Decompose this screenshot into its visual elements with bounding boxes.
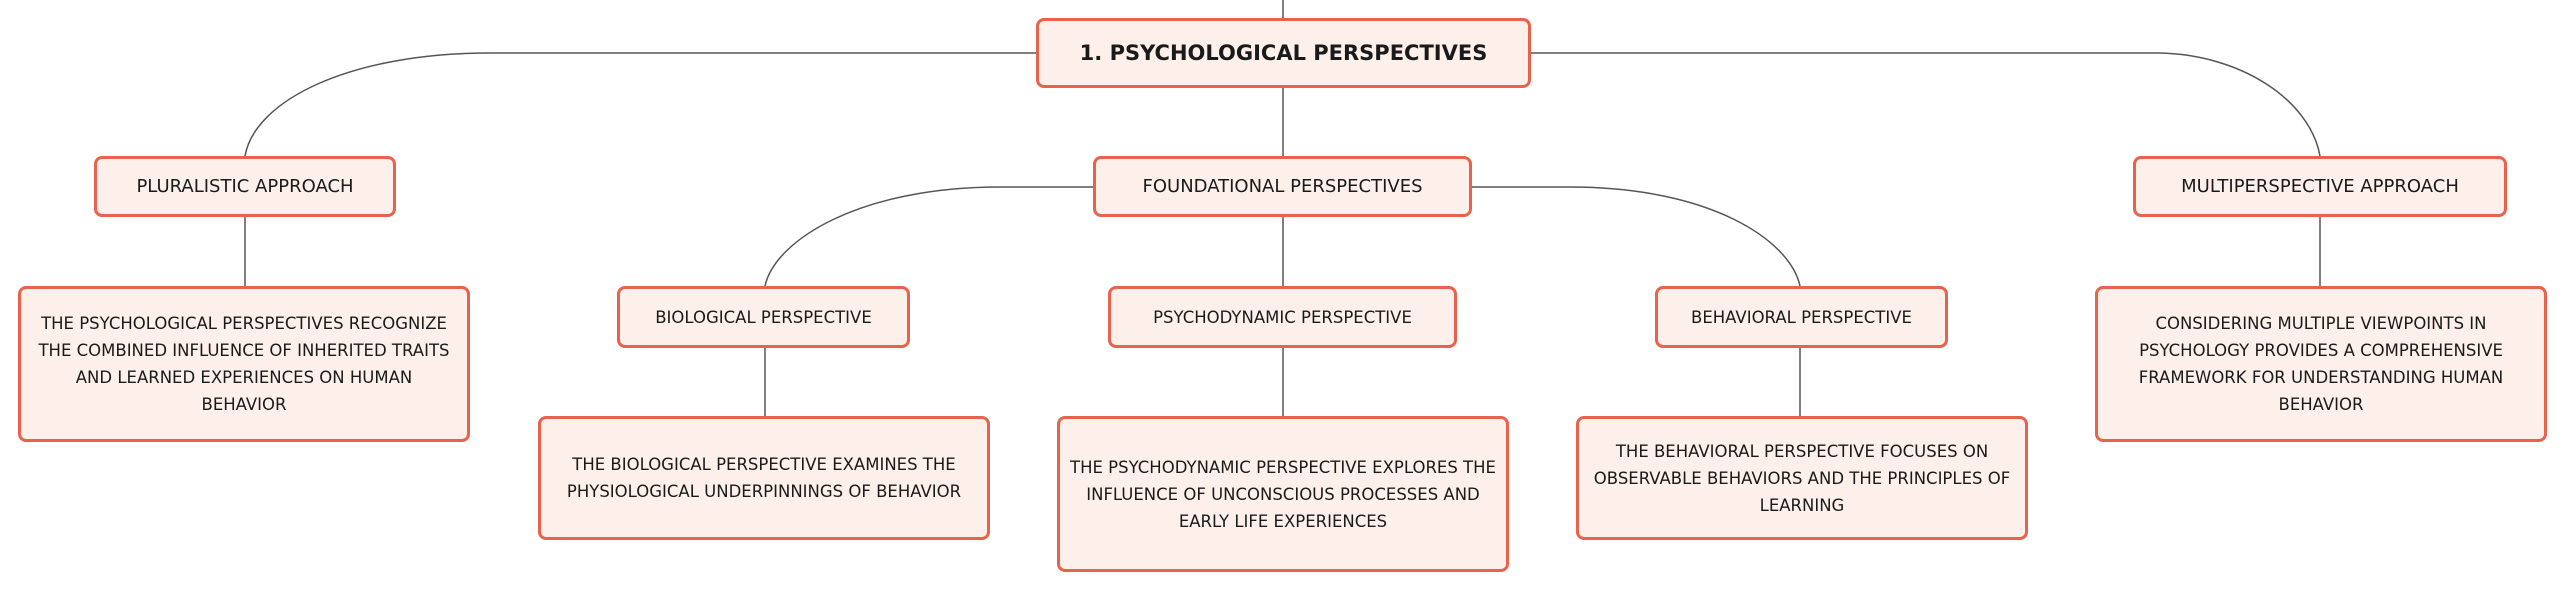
biological-perspective-description[interactable]: THE BIOLOGICAL PERSPECTIVE EXAMINES THE …: [538, 416, 990, 540]
foundational-perspectives-node[interactable]: FOUNDATIONAL PERSPECTIVES: [1093, 156, 1472, 217]
psychodynamic-perspective-node[interactable]: PSYCHODYNAMIC PERSPECTIVE: [1108, 286, 1457, 348]
connector-root-pluralistic: [244, 52, 1036, 157]
root-node[interactable]: 1. PSYCHOLOGICAL PERSPECTIVES: [1036, 18, 1531, 88]
biological-perspective-node[interactable]: BIOLOGICAL PERSPECTIVE: [617, 286, 910, 348]
psychodynamic-perspective-description[interactable]: THE PSYCHODYNAMIC PERSPECTIVE EXPLORES T…: [1057, 416, 1509, 572]
pluralistic-approach-description[interactable]: THE PSYCHOLOGICAL PERSPECTIVES RECOGNIZE…: [18, 286, 470, 442]
behavioral-perspective-description[interactable]: THE BEHAVIORAL PERSPECTIVE FOCUSES ON OB…: [1576, 416, 2028, 540]
pluralistic-approach-node[interactable]: PLURALISTIC APPROACH: [94, 156, 396, 217]
multiperspective-approach-description[interactable]: CONSIDERING MULTIPLE VIEWPOINTS IN PSYCH…: [2095, 286, 2547, 442]
multiperspective-approach-node[interactable]: MULTIPERSPECTIVE APPROACH: [2133, 156, 2507, 217]
connector-foundational-behavioral: [1472, 186, 1801, 287]
behavioral-perspective-node[interactable]: BEHAVIORAL PERSPECTIVE: [1655, 286, 1948, 348]
connector-root-multiperspective: [1531, 52, 2321, 157]
connector-foundational-biological: [764, 186, 1093, 287]
